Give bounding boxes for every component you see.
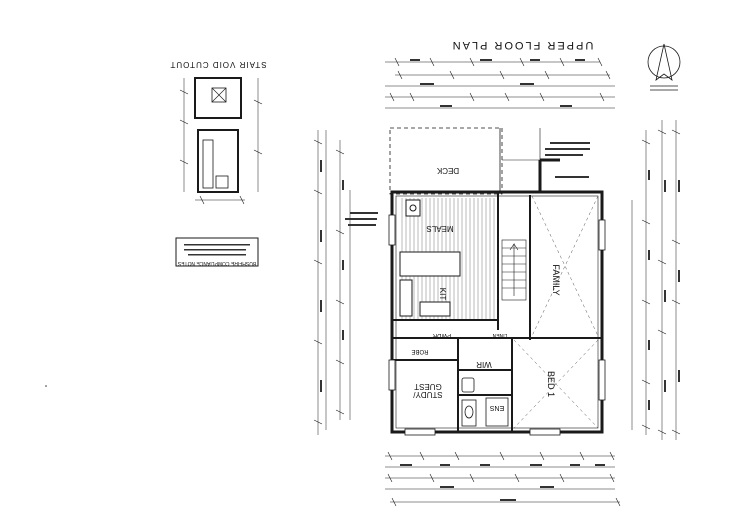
room-label-study-line2: GUEST xyxy=(414,382,442,391)
right-dimensions xyxy=(631,120,677,440)
windows xyxy=(388,214,606,436)
north-arrow-icon xyxy=(647,43,681,91)
dimension-text-marks xyxy=(320,59,680,501)
plan-title: UPPER FLOOR PLAN xyxy=(451,39,594,51)
room-label-meals: MEALS xyxy=(426,224,453,233)
room-label-bed1: BED 1 xyxy=(546,371,556,397)
bottom-dimensions xyxy=(385,455,620,503)
title-group: UPPER FLOOR PLAN STAIR VOID CUTOUT xyxy=(169,39,593,69)
room-label-linen: LINEN xyxy=(492,332,507,338)
room-label-robe: ROBE xyxy=(411,348,428,354)
inset-title: STAIR VOID CUTOUT xyxy=(169,60,266,69)
room-label-pwdr: PWDR xyxy=(432,332,451,338)
dimension-ticks xyxy=(313,57,681,507)
deck-annotations xyxy=(345,142,590,226)
top-dimensions xyxy=(385,61,615,109)
bushfire-notes-title: BUSHFIRE COMPLIANCE NOTES xyxy=(177,260,256,266)
stair-void-inset xyxy=(179,77,263,205)
room-labels: DECK MEALS KIT FAMILY ROBE WIR LINEN PWD… xyxy=(411,166,561,411)
kitchen-benches xyxy=(399,199,461,317)
interior-walls xyxy=(392,192,602,432)
room-label-family: FAMILY xyxy=(551,264,561,295)
room-label-wir: WIR xyxy=(476,360,492,369)
meals-kitchen-hatch xyxy=(401,198,495,320)
deck-area xyxy=(389,127,560,195)
stairs xyxy=(501,239,527,301)
room-label-deck: DECK xyxy=(436,166,459,175)
room-label-kit: KIT xyxy=(438,288,447,301)
room-label-study-line1: STUDY/ xyxy=(413,390,443,399)
bed1-diagonals xyxy=(513,339,599,429)
room-label-ens: ENS xyxy=(489,404,504,411)
bushfire-notes-box: BUSHFIRE COMPLIANCE NOTES xyxy=(175,237,259,267)
ensuite-fixtures xyxy=(461,377,509,427)
family-void-lines xyxy=(531,195,599,337)
left-dimensions xyxy=(317,130,351,435)
stray-mark xyxy=(45,385,47,387)
